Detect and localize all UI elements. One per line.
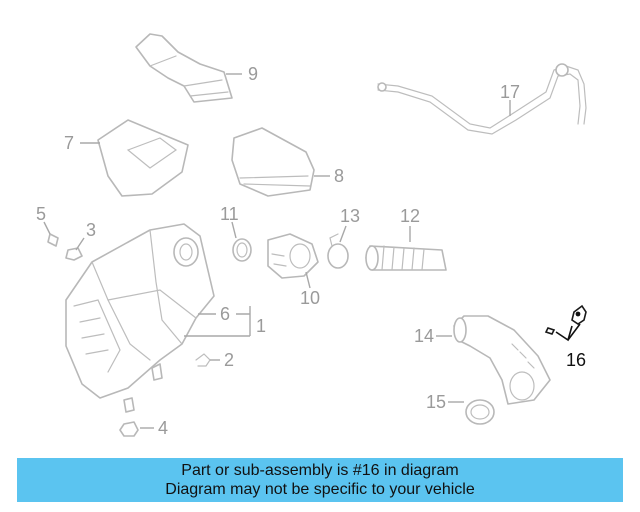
part-16-clip-highlighted	[544, 304, 587, 335]
part-17-breather-hose	[377, 63, 587, 135]
part-2-clip	[195, 353, 211, 367]
leader-16	[555, 323, 581, 342]
part-13-clamp	[327, 233, 349, 269]
part-9-intake-duct	[135, 33, 233, 103]
banner-line-1: Part or sub-assembly is #16 in diagram	[181, 462, 459, 479]
callout-3: 3	[86, 220, 96, 240]
callout-7: 7	[64, 133, 74, 153]
part-7-resonator-cover	[97, 119, 189, 197]
callout-14: 14	[414, 326, 434, 346]
banner-line-2: Diagram may not be specific to your vehi…	[165, 481, 475, 498]
callout-12: 12	[400, 206, 420, 226]
part-11-seal	[232, 238, 252, 262]
callout-5: 5	[36, 204, 46, 224]
callout-1: 1	[256, 316, 266, 336]
callout-16: 16	[566, 350, 586, 370]
callout-4: 4	[158, 418, 168, 438]
part-12-intake-hose	[365, 245, 447, 271]
callout-17: 17	[500, 82, 520, 102]
part-3-nut	[65, 247, 83, 261]
info-banner: Part or sub-assembly is #16 in diagram D…	[17, 458, 623, 502]
callout-8: 8	[334, 166, 344, 186]
callout-11: 11	[220, 204, 239, 224]
parts-diagram: 9 7 8 17 5 3	[36, 33, 587, 438]
leader-10	[305, 271, 311, 289]
callout-2: 2	[224, 350, 234, 370]
leader-13	[339, 225, 347, 243]
part-4-grommet	[119, 421, 139, 437]
leader-5	[43, 221, 51, 235]
callout-15: 15	[426, 392, 446, 412]
callout-9: 9	[248, 64, 258, 84]
part-5-bolt	[47, 233, 59, 247]
leader-11	[231, 221, 237, 239]
part-8-upper-duct	[231, 127, 315, 197]
part-10-mass-air-sensor	[267, 233, 319, 279]
part-14-intake-elbow	[453, 315, 551, 405]
callout-10: 10	[300, 288, 320, 308]
callout-6: 6	[220, 304, 230, 324]
callout-13: 13	[340, 206, 360, 226]
part-1-air-cleaner-housing	[65, 223, 215, 413]
leader-3	[75, 237, 85, 251]
part-15-seal	[465, 399, 495, 425]
leader-1	[184, 306, 251, 337]
